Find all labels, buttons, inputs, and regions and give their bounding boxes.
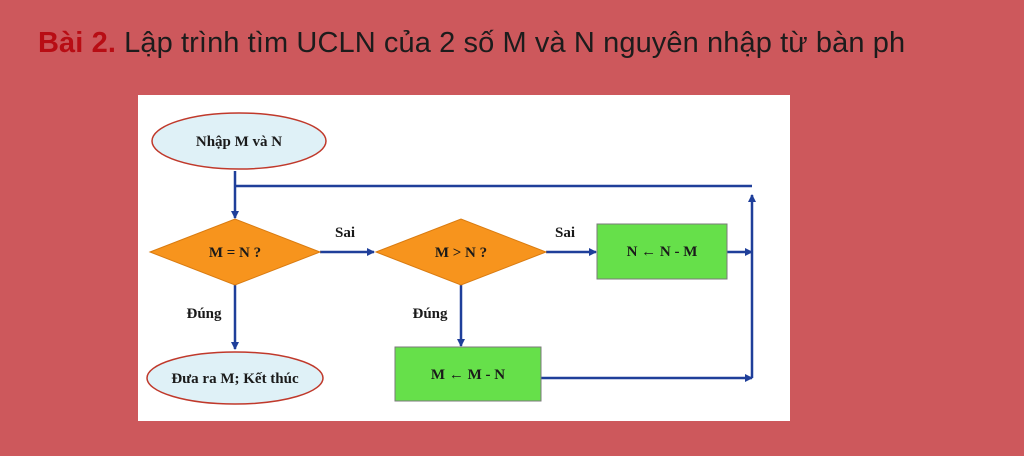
process-m-minus-n-label: M ← M - N: [431, 367, 505, 383]
label-false-2: Sai: [555, 225, 575, 241]
end-terminal-label: Đưa ra M; Kết thúc: [171, 371, 299, 387]
flowchart-panel: Nhập M và N M = N ? M > N ? N ← N - M M …: [138, 95, 790, 421]
decision-m-equals-n: [148, 218, 322, 286]
flowchart-edges: [231, 171, 756, 382]
exercise-text: Lập trình tìm UCLN của 2 số M và N nguyê…: [124, 27, 906, 59]
process-m-minus-n: [394, 346, 542, 402]
exercise-number: Bài 2.: [38, 27, 116, 59]
decision-m-equals-n-label: M = N ?: [209, 245, 261, 261]
label-false-1: Sai: [335, 225, 355, 241]
label-true-2: Đúng: [412, 306, 448, 322]
start-terminal-label: Nhập M và N: [196, 134, 282, 150]
label-true-1: Đúng: [186, 306, 222, 322]
decision-m-greater-n-label: M > N ?: [435, 245, 487, 261]
start-terminal: [151, 112, 327, 170]
process-n-minus-m-label: N ← N - M: [627, 244, 698, 260]
exercise-heading: Bài 2. Lập trình tìm UCLN của 2 số M và …: [38, 27, 905, 60]
process-n-minus-m: [596, 223, 728, 280]
end-terminal: [146, 351, 324, 405]
decision-m-greater-n: [374, 218, 548, 286]
flowchart: Nhập M và N M = N ? M > N ? N ← N - M M …: [146, 112, 756, 405]
